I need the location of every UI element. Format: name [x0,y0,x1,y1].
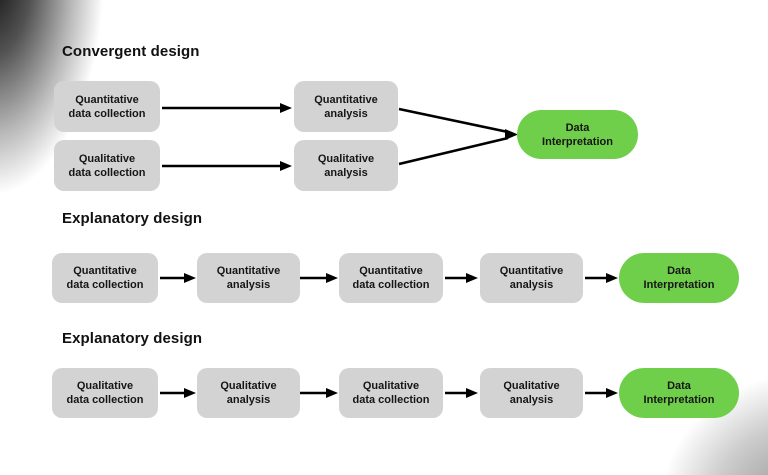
arrow-head [606,388,618,398]
node-qualitative-data-collection: Qualitative data collection [54,140,160,191]
arrow-head [280,161,292,171]
node-qualitative-analysis: Qualitative analysis [197,368,300,418]
node-quantitative-data-collection: Quantitative data collection [54,81,160,132]
arrow-head [505,129,518,140]
node-data-interpretation: Data Interpretation [619,253,739,303]
arrow-line [398,107,509,134]
node-qualitative-data-collection: Qualitative data collection [339,368,443,418]
arrow-head [184,388,196,398]
arrow-head [466,388,478,398]
node-quantitative-analysis: Quantitative analysis [480,253,583,303]
arrow-head [326,388,338,398]
node-data-interpretation: Data Interpretation [517,110,638,159]
node-qualitative-data-collection: Qualitative data collection [52,368,158,418]
arrow-head [606,273,618,283]
arrow-head [466,273,478,283]
node-quantitative-analysis: Quantitative analysis [197,253,300,303]
arrow-line [398,136,509,166]
arrow-head [184,273,196,283]
section-title-explanatory-2: Explanatory design [62,330,203,347]
node-qualitative-analysis: Qualitative analysis [480,368,583,418]
arrow-head [280,103,292,113]
section-title-convergent: Convergent design [62,43,200,60]
node-qualitative-analysis: Qualitative analysis [294,140,398,191]
node-quantitative-analysis: Quantitative analysis [294,81,398,132]
node-data-interpretation: Data Interpretation [619,368,739,418]
node-quantitative-data-collection: Quantitative data collection [339,253,443,303]
arrows-explanatory-1 [160,273,618,283]
section-title-explanatory-1: Explanatory design [62,210,203,227]
node-quantitative-data-collection: Quantitative data collection [52,253,158,303]
arrows-explanatory-2 [160,388,618,398]
arrows-convergent [162,103,518,171]
arrow-head [326,273,338,283]
